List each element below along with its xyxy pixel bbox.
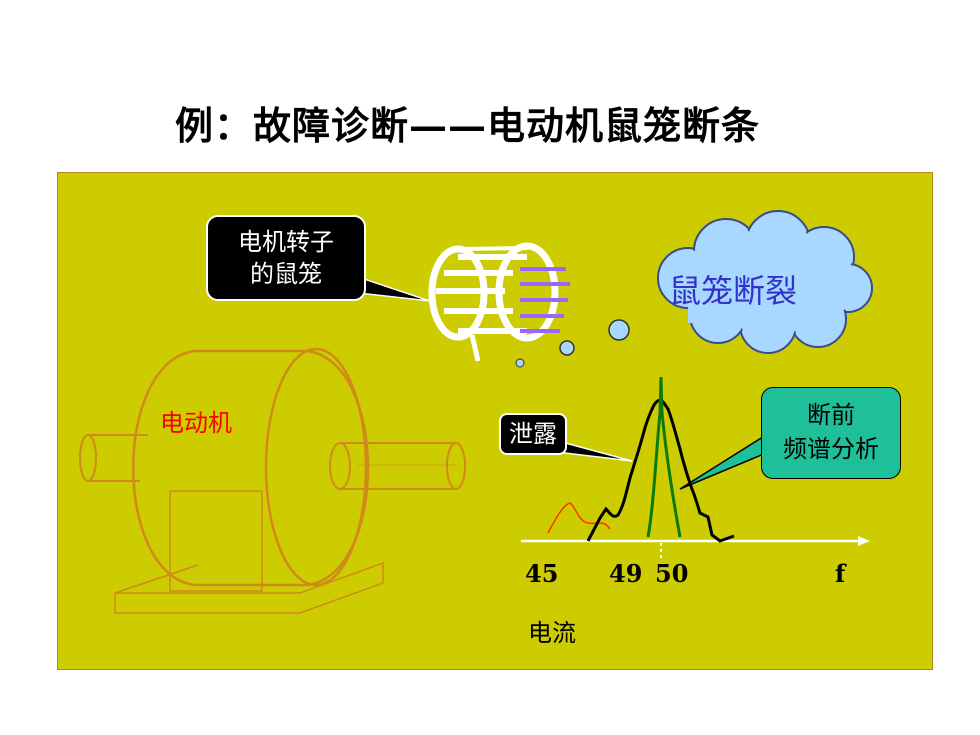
diagram-drawing [79, 210, 873, 614]
spectrum-callout: 断前 频谱分析 [761, 387, 901, 479]
leak-callout: 泄露 [499, 413, 567, 455]
thought-bubble-small [515, 358, 525, 368]
tick-label-50: 50 [655, 559, 689, 588]
motor-label: 电动机 [160, 409, 232, 437]
thought-bubble-medium [559, 340, 575, 356]
axis-xlabel: 电流 [528, 619, 576, 647]
rotor-callout-line1: 电机转子 [238, 228, 334, 256]
tick-label-f: f [835, 559, 846, 588]
squirrel-cage-rotor [428, 242, 570, 362]
diagram-panel: 电机转子 的鼠笼 鼠笼断裂 电动机 泄露 断前 频谱分析 45 49 50 f … [57, 172, 933, 670]
cloud-label: 鼠笼断裂 [669, 272, 798, 310]
spectrum-curve-green [646, 376, 682, 538]
spectrum-callout-pointer [679, 433, 767, 490]
spectrum-callout-line1: 断前 [807, 401, 855, 429]
motor-drawing [79, 347, 466, 614]
rotor-callout-pointer [357, 275, 431, 302]
spectrum-callout-line2: 频谱分析 [783, 435, 879, 463]
slide-title: 例：故障诊断——电动机鼠笼断条 [175, 103, 761, 148]
thought-bubble-large [608, 319, 630, 341]
rotor-callout: 电机转子 的鼠笼 [206, 215, 366, 301]
tick-label-45: 45 [525, 559, 559, 588]
leak-spectrum-curve [547, 502, 611, 534]
rotor-callout-line2: 的鼠笼 [250, 260, 322, 288]
spectrum-curve-black [586, 398, 735, 543]
tick-label-49: 49 [609, 559, 643, 588]
axis-arrow [858, 536, 870, 546]
